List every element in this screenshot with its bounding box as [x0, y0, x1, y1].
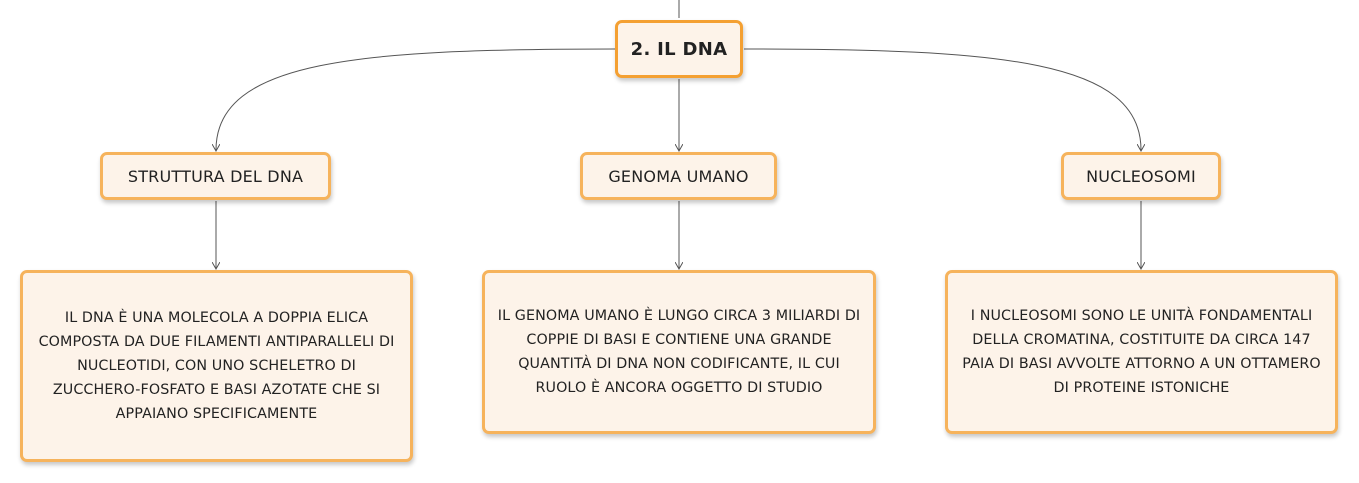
connector-root-nucleosomi [743, 48, 1141, 150]
root-node-label: 2. IL DNA [630, 38, 728, 60]
detail-node-struttura-del-dna[interactable]: IL DNA È UNA MOLECOLA A DOPPIA ELICA COM… [20, 270, 413, 462]
root-node[interactable]: 2. IL DNA [615, 20, 743, 78]
detail-node-genoma-umano[interactable]: IL GENOMA UMANO È LUNGO CIRCA 3 MILIARDI… [482, 270, 876, 434]
topic-node-struttura-del-dna[interactable]: STRUTTURA DEL DNA [100, 152, 331, 200]
topic-node-label: NUCLEOSOMI [1086, 166, 1196, 186]
detail-node-text: I NUCLEOSOMI SONO LE UNITÀ FONDAMENTALI … [962, 308, 1321, 396]
topic-node-genoma-umano[interactable]: GENOMA UMANO [580, 152, 777, 200]
topic-node-nucleosomi[interactable]: NUCLEOSOMI [1061, 152, 1221, 200]
topic-node-label: STRUTTURA DEL DNA [127, 166, 304, 186]
detail-node-text: IL DNA È UNA MOLECOLA A DOPPIA ELICA COM… [38, 310, 395, 422]
detail-node-nucleosomi[interactable]: I NUCLEOSOMI SONO LE UNITÀ FONDAMENTALI … [945, 270, 1338, 434]
topic-node-label: GENOMA UMANO [608, 166, 749, 186]
detail-node-text: IL GENOMA UMANO È LUNGO CIRCA 3 MILIARDI… [497, 308, 861, 396]
connector-root-struttura [216, 48, 616, 150]
